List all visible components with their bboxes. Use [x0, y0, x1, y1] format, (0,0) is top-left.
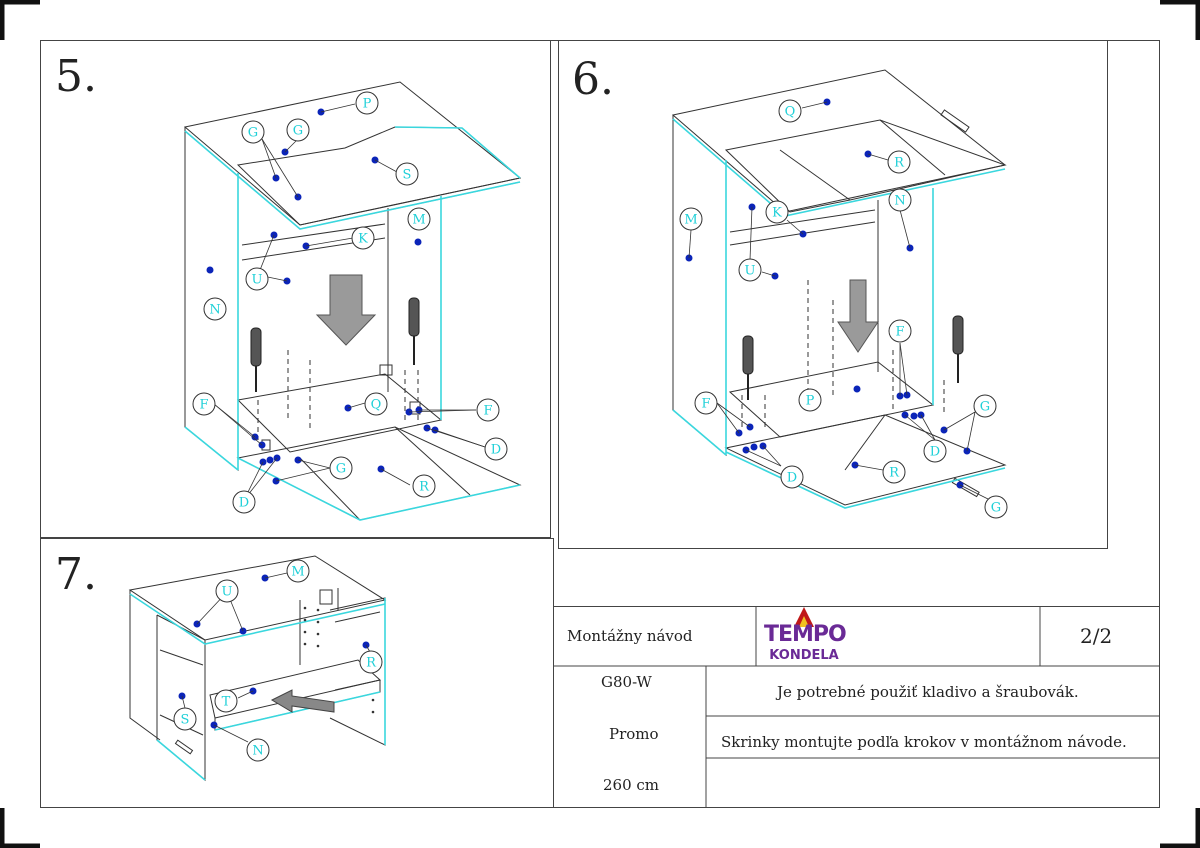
callout-label: F	[199, 398, 208, 413]
callout-label: T	[222, 695, 231, 710]
logo-text-top: TEMPO	[764, 622, 847, 647]
callout-label: Q	[785, 105, 796, 120]
callout-label: M	[291, 565, 304, 580]
title-block-grid	[553, 606, 1160, 808]
page-number: 2/2	[1080, 624, 1113, 648]
step-5-panel	[40, 40, 551, 538]
logo-house-icon	[794, 607, 814, 627]
callout-label: G	[248, 126, 258, 141]
callout-label: K	[772, 206, 782, 221]
callout-label: S	[403, 168, 412, 183]
callout-label: D	[239, 496, 249, 511]
step-6-panel	[558, 40, 1108, 549]
callout-label: F	[701, 397, 710, 412]
title-block	[553, 606, 1160, 808]
callout-label: N	[209, 303, 220, 318]
callout-label: R	[889, 466, 900, 481]
callout-label: P	[363, 97, 372, 112]
callout-label: F	[895, 325, 904, 340]
callout-label: G	[293, 124, 303, 139]
callout-label: K	[358, 232, 368, 247]
callout-label: R	[894, 156, 905, 171]
callout-label: U	[252, 273, 263, 288]
callout-label: F	[483, 404, 492, 419]
callout-label: Q	[371, 398, 382, 413]
callout-label: R	[366, 656, 377, 671]
callout-label: S	[181, 713, 190, 728]
note-tools: Je potrebné použiť kladivo a šraubovák.	[777, 683, 1079, 701]
model-code: G80-W	[601, 673, 652, 691]
callout-label: R	[419, 480, 430, 495]
callout-label: M	[684, 213, 697, 228]
note-assembly: Skrinky montujte podľa krokov v montážno…	[721, 733, 1127, 751]
callout-label: N	[894, 194, 905, 209]
callout-label: U	[222, 585, 233, 600]
callout-label: D	[491, 443, 501, 458]
step-5-number: 5.	[55, 51, 97, 102]
step-7-number: 7.	[55, 549, 97, 600]
callout-label: D	[787, 471, 797, 486]
width-value: 260 cm	[603, 776, 660, 794]
callout-label: G	[336, 462, 346, 477]
callout-label: U	[745, 264, 756, 279]
logo-text-bottom: KONDELA	[769, 648, 839, 663]
callout-label: G	[991, 501, 1001, 516]
doc-type-label: Montážny návod	[567, 627, 693, 645]
callout-label: M	[412, 213, 425, 228]
tempo-kondela-logo: TEMPO KONDELA	[764, 604, 847, 666]
callout-label: G	[980, 400, 990, 415]
callout-label: N	[252, 744, 263, 759]
series-name: Promo	[609, 725, 659, 743]
callout-label: P	[806, 394, 815, 409]
step-6-number: 6.	[572, 54, 614, 105]
callout-label: D	[930, 445, 940, 460]
